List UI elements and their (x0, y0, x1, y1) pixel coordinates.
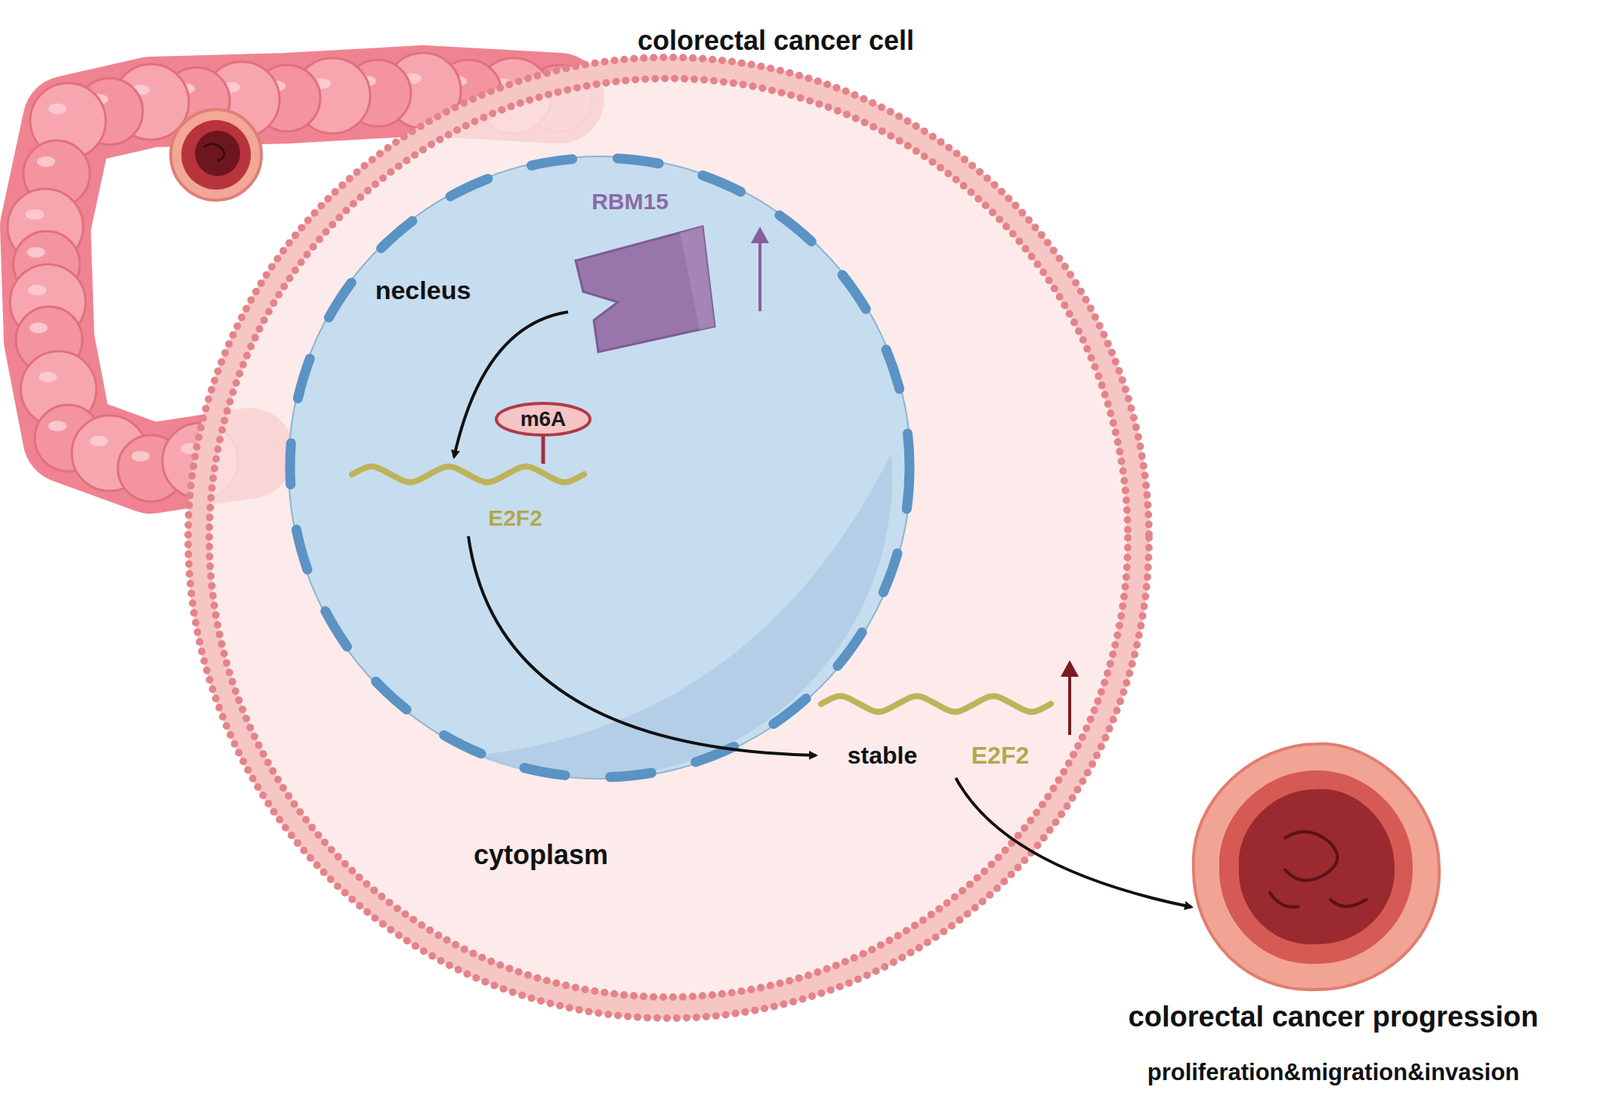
nucleus: necleus RBM15 m6A E2F2 (288, 156, 912, 779)
tumor: colorectal cancer progressionproliferati… (1191, 742, 1441, 992)
flow-arrow (468, 536, 816, 756)
colon-tumor (170, 109, 262, 201)
outcome-title: colorectal cancer progression (1128, 1000, 1539, 1035)
state-label: stable (847, 741, 918, 770)
e2f2-mrna-stable: stable E2F2 (815, 679, 1062, 779)
haustrum-highlight (29, 322, 48, 334)
protein-label: RBM15 (591, 188, 669, 216)
modification-label: m6A (520, 407, 567, 432)
haustrum-highlight (25, 209, 44, 220)
haustrum-highlight (48, 103, 67, 115)
cell-title: colorectal cancer cell (637, 24, 915, 56)
e2f2-mrna-nuclear: E2F2 (349, 457, 588, 537)
haustrum-highlight (27, 247, 46, 258)
m6a-stem (541, 436, 546, 464)
mrna-label: E2F2 (488, 505, 543, 532)
rbm15-protein: RBM15 (568, 182, 720, 356)
haustrum-highlight (48, 420, 67, 432)
haustrum-highlight (89, 435, 109, 447)
haustrum-highlight (131, 450, 150, 462)
haustrum-highlight (27, 284, 47, 296)
up-arrow (750, 226, 770, 312)
compartment-label: cytoplasm (473, 839, 609, 871)
e2f2-mrna-nuclear-shape (349, 457, 588, 537)
haustrum-highlight (39, 371, 58, 383)
up-arrow (1060, 660, 1079, 736)
cell: colorectal cancer cellcytoplasmnecleusRB… (191, 61, 1146, 1015)
flow-arrow (955, 778, 1192, 908)
mrna-label: E2F2 (971, 741, 1029, 770)
m6a-mark: m6A (494, 401, 592, 437)
compartment-label: necleus (375, 275, 472, 306)
haustrum-highlight (37, 156, 56, 167)
outcome-detail: proliferation&migration&invasion (1147, 1059, 1520, 1087)
tumor-shape (1191, 742, 1441, 992)
flow-arrow (454, 311, 569, 458)
